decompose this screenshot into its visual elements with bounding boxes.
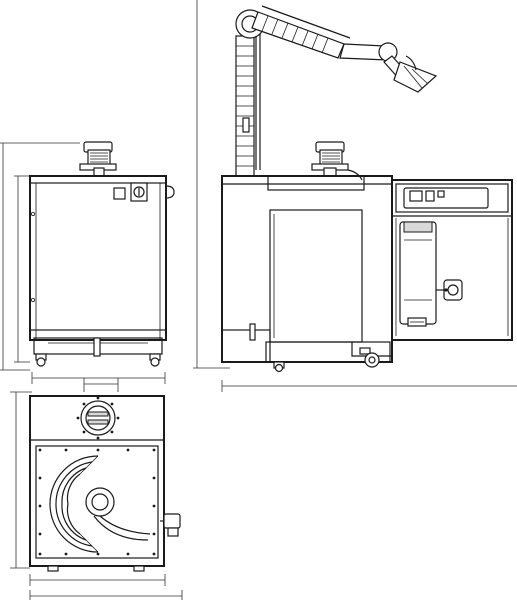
filter-housing bbox=[391, 179, 513, 341]
front-latch bbox=[93, 337, 101, 357]
extraction-arm bbox=[235, 5, 438, 177]
front-view-dimensions bbox=[0, 142, 166, 384]
frame-screws bbox=[38, 448, 156, 556]
exhaust-flange bbox=[76, 396, 120, 440]
power-switch bbox=[113, 187, 126, 200]
display-panel bbox=[409, 190, 423, 202]
spiral-hose bbox=[49, 455, 99, 553]
diagonal-hose bbox=[251, 11, 345, 59]
side-handle bbox=[165, 185, 175, 199]
filter-cartridge bbox=[399, 221, 437, 325]
front-motor bbox=[79, 141, 117, 177]
side-view bbox=[193, 0, 517, 392]
top-view-inner-frame bbox=[35, 445, 159, 559]
top-view-handle bbox=[160, 513, 181, 537]
centre-outlet bbox=[85, 487, 115, 517]
front-top-rail bbox=[29, 175, 167, 184]
side-door bbox=[269, 209, 363, 343]
top-view bbox=[10, 378, 183, 600]
side-motor bbox=[311, 141, 363, 181]
top-view-dimensions bbox=[10, 378, 183, 600]
side-view-dimensions bbox=[193, 0, 517, 392]
front-view bbox=[0, 141, 175, 384]
extraction-hood bbox=[393, 61, 438, 93]
side-castors bbox=[273, 352, 380, 373]
front-castors bbox=[35, 353, 161, 367]
side-latch bbox=[249, 323, 256, 341]
front-control-panel bbox=[113, 182, 175, 202]
side-cabinet-body bbox=[221, 175, 393, 363]
